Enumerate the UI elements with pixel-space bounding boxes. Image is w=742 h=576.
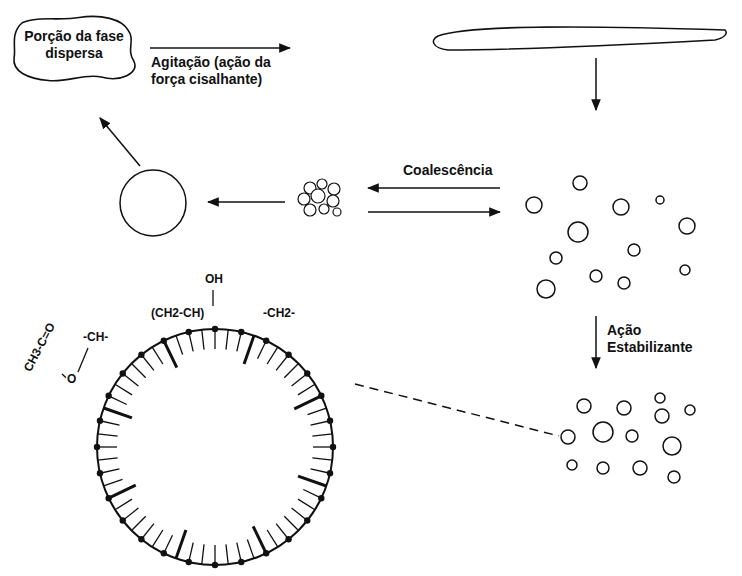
process-label: Ação Estabilizante (606, 322, 698, 356)
dispersed-phase-blob: Porção da fase dispersa (8, 14, 140, 84)
chemical-group: -CH2- (262, 306, 296, 320)
arrow (150, 47, 290, 49)
chemical-group: -CH- (82, 330, 109, 344)
polymer-bonds (62, 290, 213, 384)
node-text: Porção da fase dispersa (8, 14, 140, 76)
elongated-drop (433, 27, 726, 50)
arrow (368, 187, 500, 189)
stabilized-drop (97, 329, 333, 565)
stable-droplets (561, 393, 695, 483)
droplets (526, 176, 695, 298)
process-label: Agitação (ação da força cisalhante) (150, 54, 302, 88)
arrow (595, 58, 597, 110)
arrow (368, 211, 500, 213)
chemical-group: (CH2-CH) (150, 306, 205, 320)
droplet-cluster (298, 179, 341, 216)
chemical-group: OH (204, 272, 224, 286)
arrow (100, 118, 140, 166)
chemical-group: O (66, 372, 77, 386)
arrow (595, 316, 597, 368)
arrow (208, 201, 285, 203)
merged-drop (120, 170, 186, 236)
chemical-group: CH3-C=O (20, 320, 59, 375)
surfactant-layer (94, 326, 336, 568)
leader-line (355, 384, 559, 436)
process-label: Coalescência (402, 162, 494, 179)
